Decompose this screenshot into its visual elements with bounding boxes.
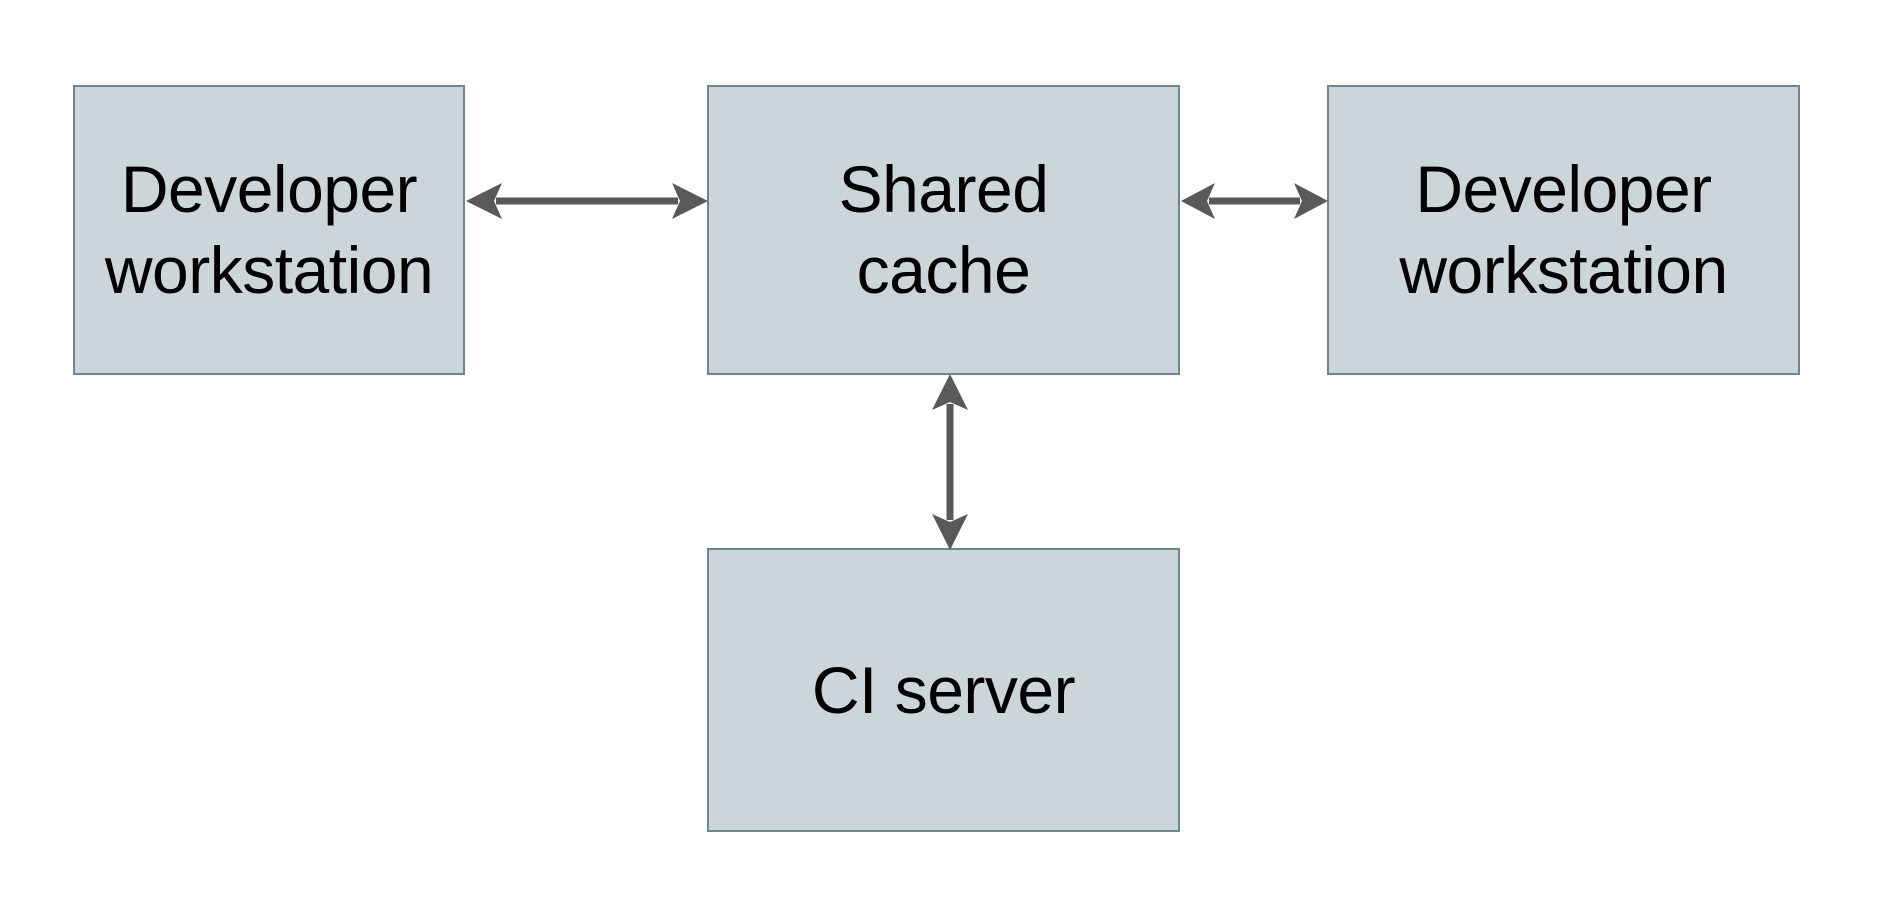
node-developer-workstation-left[interactable]: Developer workstation <box>73 85 465 375</box>
node-ci-server[interactable]: CI server <box>707 548 1180 832</box>
double-arrow-icon <box>932 374 968 550</box>
double-arrow-icon <box>1181 183 1328 219</box>
double-arrow-icon <box>466 183 708 219</box>
edge-developer-left-to-shared-cache[interactable] <box>466 175 708 227</box>
node-label: Developer workstation <box>104 152 434 307</box>
edge-shared-cache-to-ci-server[interactable] <box>924 374 976 550</box>
node-label: CI server <box>811 652 1076 727</box>
node-label: Developer workstation <box>1399 152 1728 307</box>
node-label: Shared cache <box>838 152 1049 307</box>
node-shared-cache[interactable]: Shared cache <box>707 85 1180 375</box>
node-developer-workstation-right[interactable]: Developer workstation <box>1327 85 1800 375</box>
edge-shared-cache-to-developer-right[interactable] <box>1181 175 1328 227</box>
